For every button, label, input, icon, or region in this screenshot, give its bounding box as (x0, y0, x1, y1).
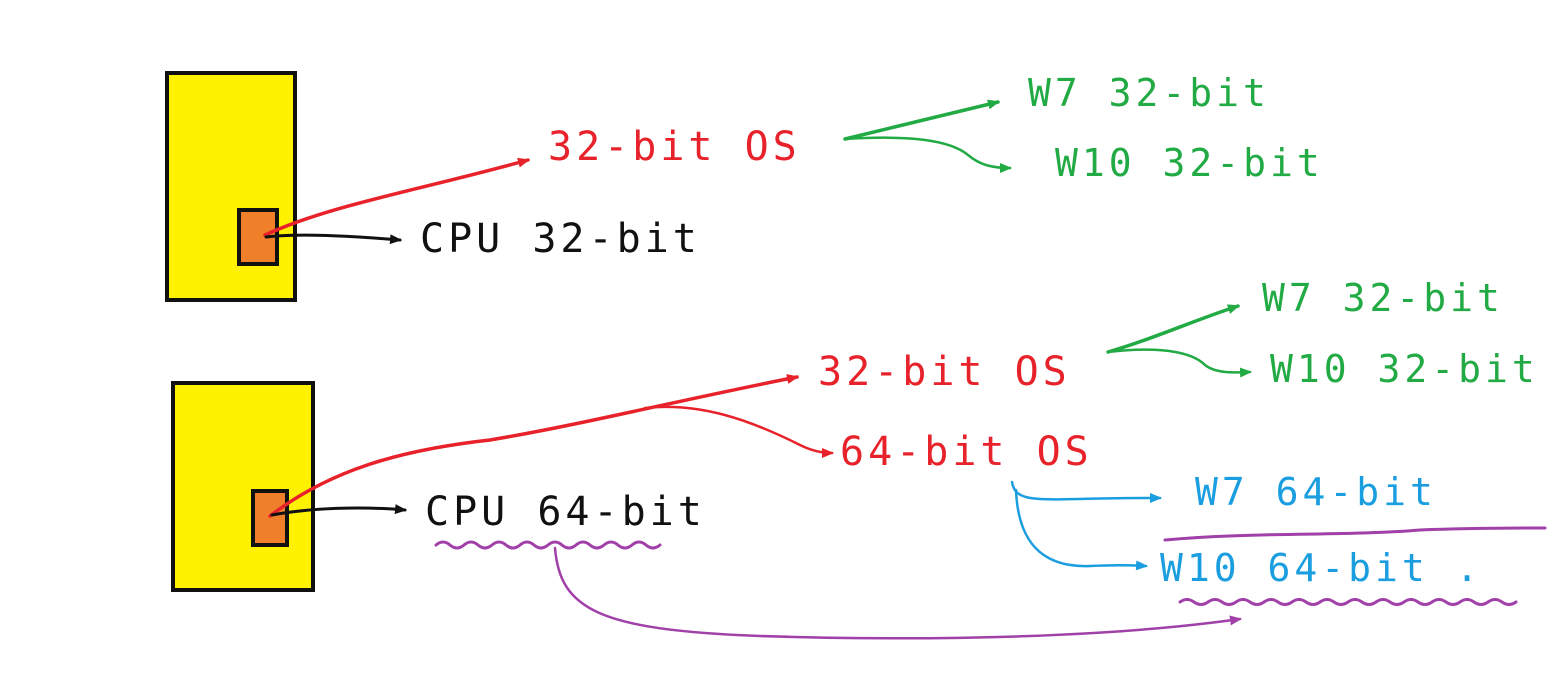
bottom-arrow-os32-to-w7 (1106, 304, 1240, 354)
bottom-w7-64-label: W7 64-bit (1195, 470, 1437, 514)
bottom-arrow-os64-to-w7 (1010, 480, 1162, 504)
bottom-purple-link-arrow (553, 546, 1242, 640)
bottom-w7-32-label: W7 32-bit (1262, 276, 1504, 320)
bottom-arrow-branch-to-os64 (643, 405, 834, 458)
bottom-arrow-os64-to-w10 (1014, 488, 1148, 571)
bottom-chip-body (171, 381, 315, 592)
bottom-w7-64-underline (1163, 526, 1547, 542)
bottom-cpu-core (251, 489, 289, 547)
top-cpu-label: CPU 32-bit (420, 216, 701, 262)
bottom-os32-label: 32-bit OS (818, 349, 1071, 395)
top-w10-label: W10 32-bit (1055, 141, 1324, 185)
bottom-cpu-underline (434, 540, 662, 550)
bottom-arrow-os32-to-w10 (1106, 348, 1252, 378)
top-w7-label: W7 32-bit (1028, 71, 1270, 115)
bottom-diagram: CPU 64-bit 32-bit OS 64-bit OS W7 32-bit… (171, 276, 1547, 640)
top-os-label: 32-bit OS (548, 124, 801, 170)
bottom-w10-64-underline (1178, 598, 1518, 606)
bottom-w10-64-label: W10 64-bit . (1160, 546, 1483, 590)
top-chip-body (165, 71, 297, 302)
top-arrow-os-to-w10 (843, 136, 1012, 173)
top-arrow-os-to-w7 (843, 99, 1000, 141)
top-arrow-cpu-to-os (263, 157, 530, 237)
bottom-arrow-cpu-to-os32 (268, 374, 799, 518)
bottom-arrow-cpu-to-label (270, 504, 407, 517)
top-arrow-cpu-to-label (264, 233, 402, 245)
bottom-w10-32-label: W10 32-bit (1270, 347, 1539, 391)
top-diagram: CPU 32-bit 32-bit OS W7 32-bit W10 32-bi… (165, 71, 1324, 302)
bottom-cpu-label: CPU 64-bit (425, 489, 706, 535)
bottom-os64-label: 64-bit OS (840, 429, 1093, 475)
